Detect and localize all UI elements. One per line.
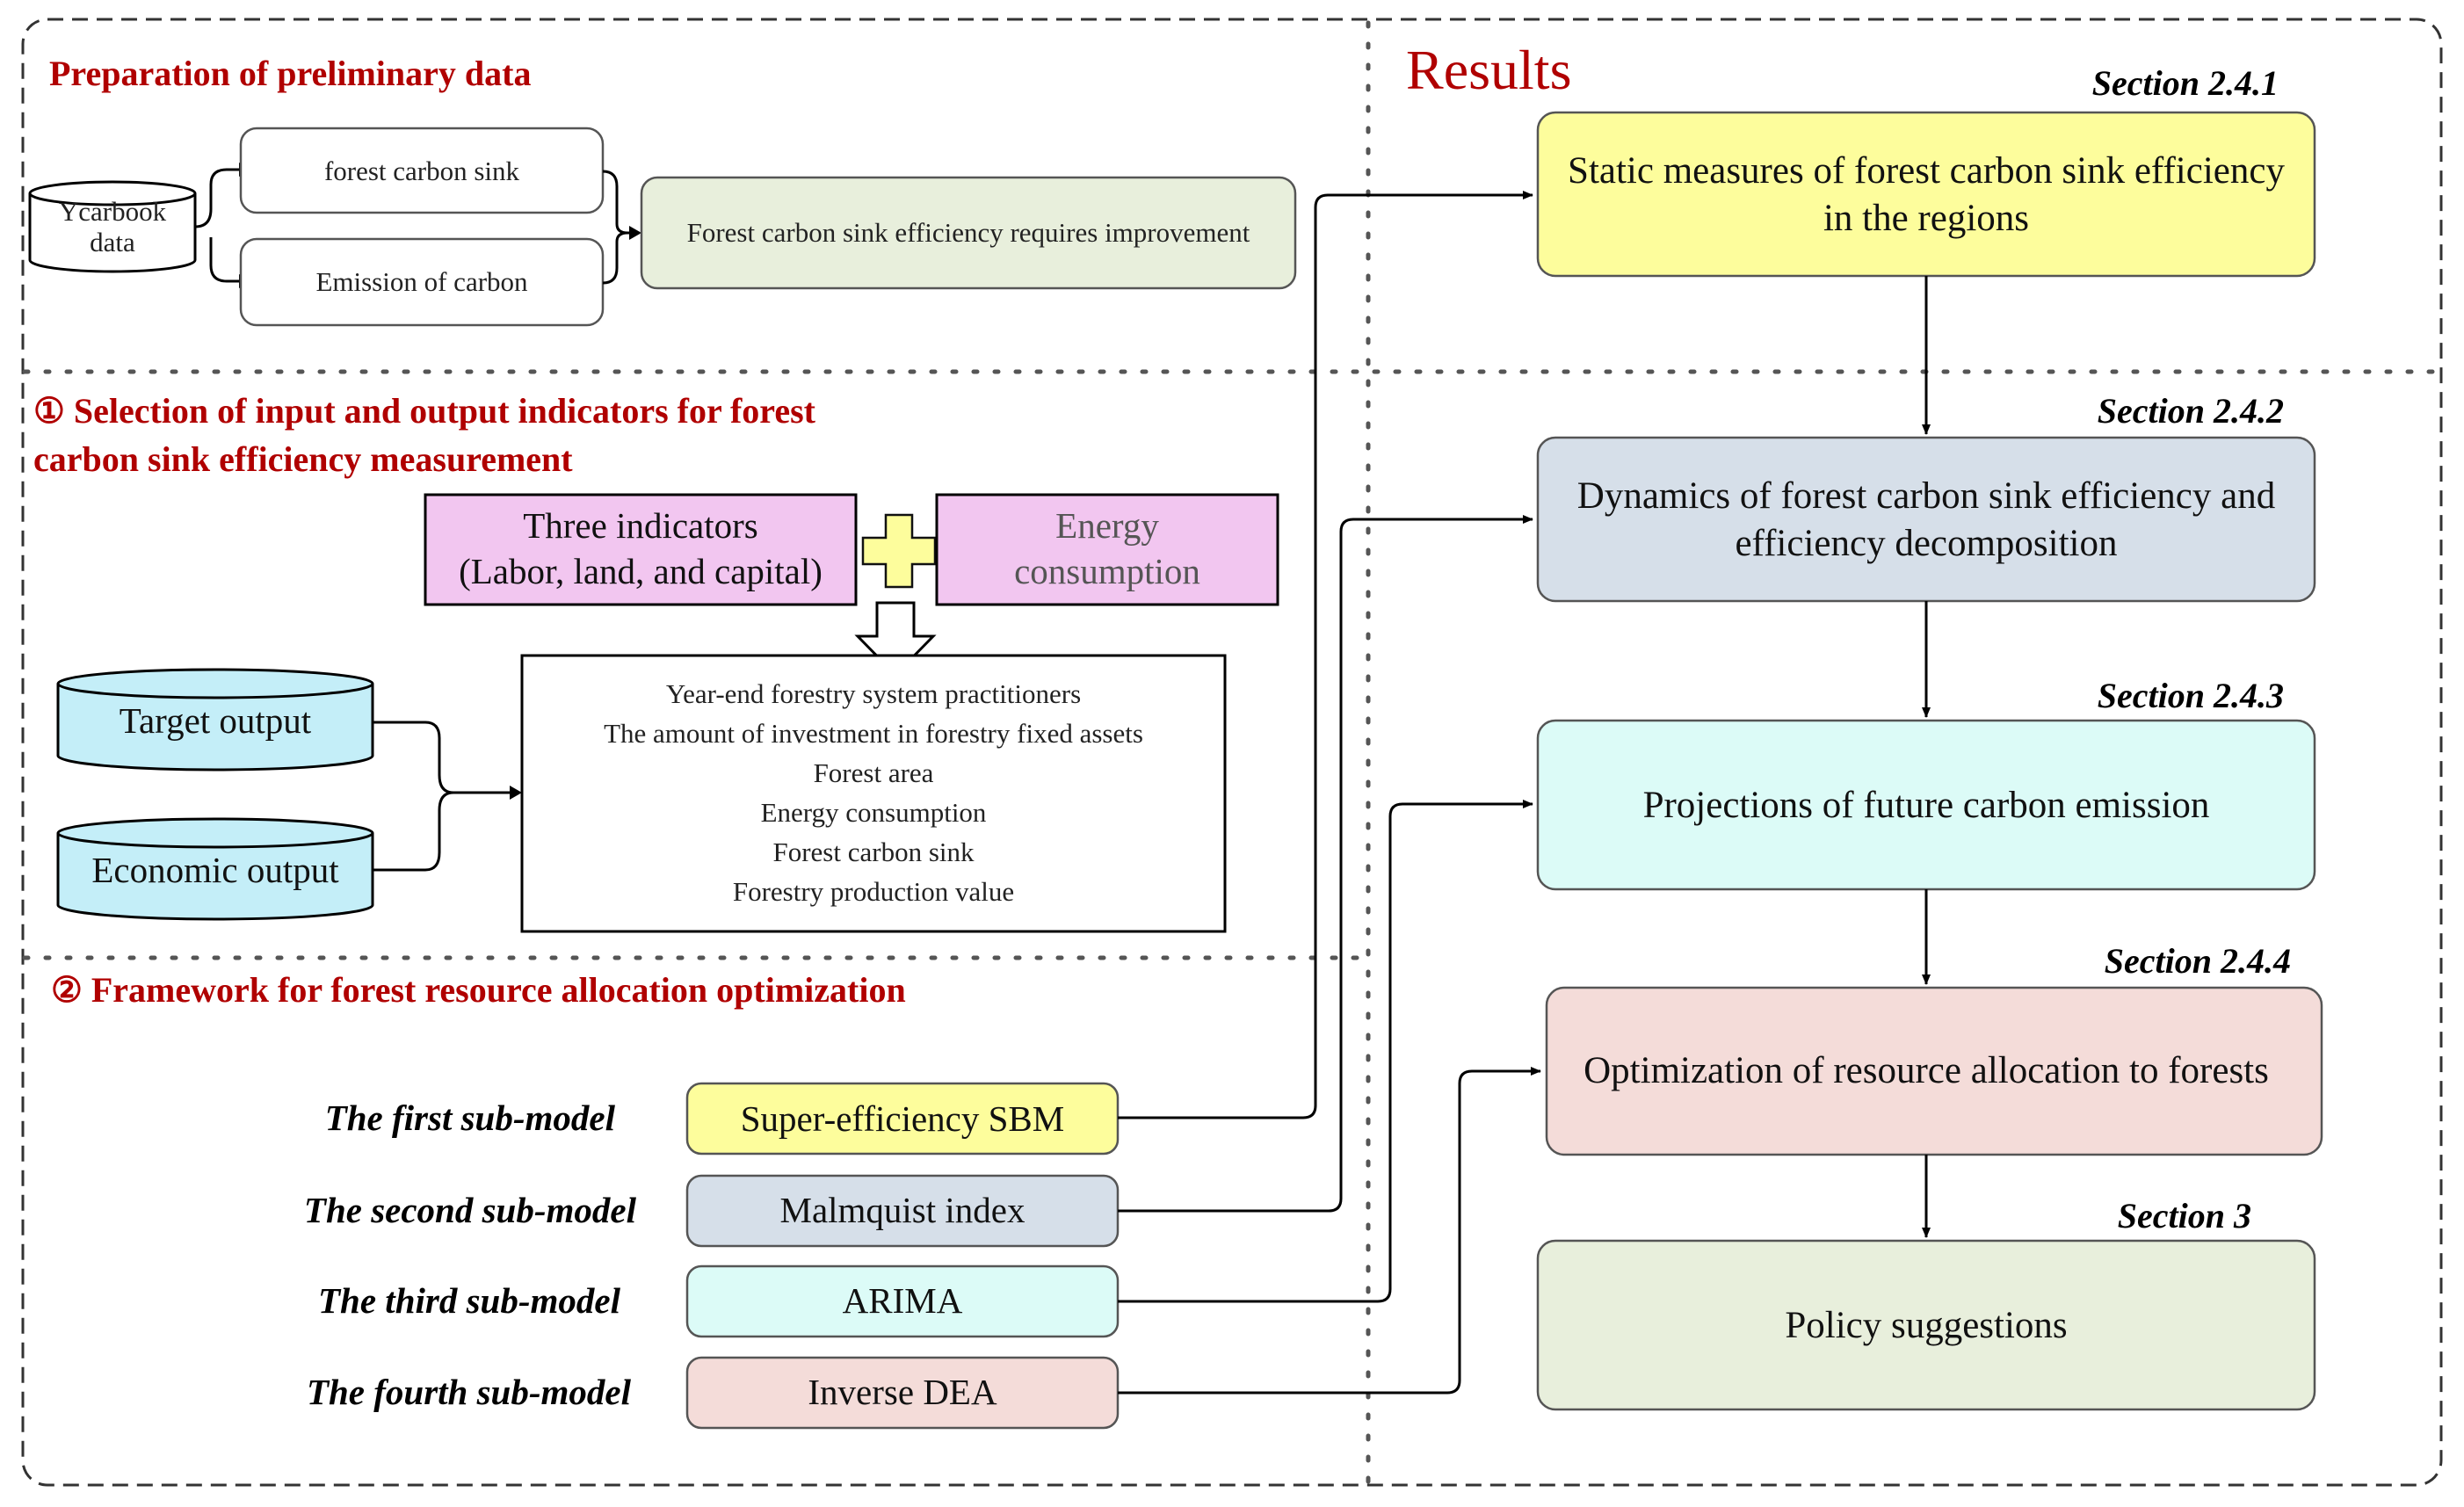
connector-arima-to-projections <box>1118 800 1533 1303</box>
energy-consumption-line2: consumption <box>1014 551 1200 591</box>
submodel-method-label: Super-efficiency SBM <box>741 1098 1064 1139</box>
yearbook-split-brace <box>194 168 239 228</box>
submodel-row-1: The first sub-model Super-efficiency SBM <box>325 1082 1120 1156</box>
merge-brace <box>602 170 629 235</box>
result-label-line1: Policy suggestions <box>1785 1305 2067 1346</box>
submodel-method-label: Inverse DEA <box>808 1372 997 1412</box>
indicator-item: Forest carbon sink <box>772 837 975 867</box>
submodel-label: The third sub-model <box>318 1280 621 1321</box>
economic-output-cylinder: Economic output <box>56 817 374 921</box>
selection-section-title-line1: ① Selection of input and output indicato… <box>33 391 816 431</box>
section-label: Section 2.4.1 <box>2092 63 2279 103</box>
target-output-cylinder: Target output <box>56 668 374 772</box>
indicator-list: Year-end forestry system practitioners T… <box>604 678 1143 907</box>
result-label-line2: efficiency decomposition <box>1735 523 2117 564</box>
output-merge-brace-lower <box>373 791 454 872</box>
result-label-line1: Static measures of forest carbon sink ef… <box>1568 150 2285 192</box>
selection-section-title-line2: carbon sink efficiency measurement <box>33 439 573 479</box>
improvement-label: Forest carbon sink efficiency requires i… <box>687 217 1250 248</box>
results-title: Results <box>1406 39 1571 101</box>
forest-carbon-sink-label: forest carbon sink <box>324 156 520 186</box>
result-box-optimization <box>1545 986 2323 1156</box>
connector-inversedea-to-optimization <box>1118 1067 1541 1395</box>
result-label-line2: in the regions <box>1823 198 2029 239</box>
submodel-method-label: ARIMA <box>843 1280 963 1321</box>
three-indicators-line2: (Labor, land, and capital) <box>459 551 823 591</box>
energy-consumption-box <box>935 493 1279 606</box>
indicator-list-box <box>520 654 1227 933</box>
submodel-label: The first sub-model <box>325 1098 616 1138</box>
improvement-box <box>640 176 1297 290</box>
section-label: Section 2.4.3 <box>2098 676 2284 715</box>
yearbook-data-cylinder: Ycarbook data <box>28 180 197 273</box>
framework-section-title: ② Framework for forest resource allocati… <box>51 970 906 1010</box>
connector-malmquist-to-dynamics <box>1118 515 1533 1213</box>
indicator-item: Energy consumption <box>761 797 987 828</box>
section-label: Section 2.4.4 <box>2105 941 2291 981</box>
yearbook-label-line1: Ycarbook <box>59 196 167 227</box>
result-label-line1: Dynamics of forest carbon sink efficienc… <box>1577 475 2275 517</box>
plus-icon <box>861 513 937 589</box>
outer-dashed-frame <box>21 18 2443 1487</box>
arrowhead <box>629 226 641 240</box>
yearbook-split-brace-lower <box>209 237 239 283</box>
arrowhead <box>510 786 522 800</box>
economic-output-label: Economic output <box>91 850 339 890</box>
merge-brace-lower <box>602 231 628 285</box>
submodel-row-3: The third sub-model ARIMA <box>318 1264 1120 1338</box>
energy-consumption-line1: Energy <box>1055 505 1159 546</box>
yearbook-label-line2: data <box>90 227 135 257</box>
indicator-item: Year-end forestry system practitioners <box>666 678 1081 709</box>
submodel-row-4: The fourth sub-model Inverse DEA <box>307 1356 1120 1430</box>
submodel-label: The second sub-model <box>304 1190 637 1230</box>
result-box-dynamics <box>1536 436 2316 603</box>
emission-of-carbon-label: Emission of carbon <box>315 266 528 297</box>
result-box-static-measures <box>1536 111 2316 278</box>
result-box-policy <box>1536 1239 2316 1411</box>
indicator-item: The amount of investment in forestry fix… <box>604 718 1143 749</box>
submodel-row-2: The second sub-model Malmquist index <box>304 1174 1120 1248</box>
submodel-method-label: Malmquist index <box>779 1190 1025 1230</box>
prep-section-title: Preparation of preliminary data <box>49 54 531 93</box>
connector-sbm-to-static <box>1118 191 1533 1119</box>
result-label-line1: Optimization of resource allocation to f… <box>1583 1050 2269 1091</box>
three-indicators-box <box>424 493 858 606</box>
section-label: Section 3 <box>2118 1196 2251 1235</box>
section-label: Section 2.4.2 <box>2098 391 2284 431</box>
three-indicators-line1: Three indicators <box>523 505 758 546</box>
indicator-item: Forest area <box>814 757 934 788</box>
indicator-item: Forestry production value <box>733 876 1014 907</box>
result-label-line1: Projections of future carbon emission <box>1643 785 2210 826</box>
target-output-label: Target output <box>120 700 312 741</box>
submodel-label: The fourth sub-model <box>307 1372 632 1412</box>
output-merge-brace <box>373 721 510 794</box>
